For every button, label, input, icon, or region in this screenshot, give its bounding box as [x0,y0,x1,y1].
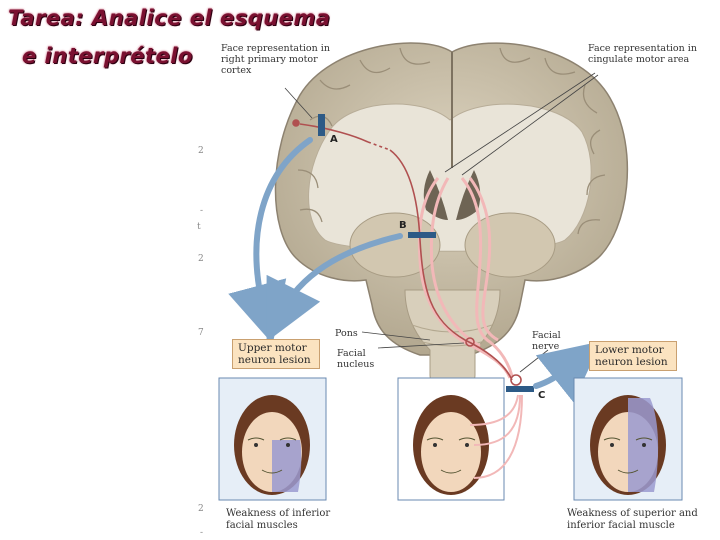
caption-right: Weakness of superior and inferior facial… [567,508,698,531]
edge-mark: t [197,222,201,232]
lesion-letter-b: B [399,220,407,231]
lesion-bar-a [318,114,325,136]
lesion-letter-a: A [330,134,338,145]
lesion-arrows [228,137,602,403]
face-panel-right [573,377,683,501]
label-facial-nerve: Facial nerve [532,330,561,352]
edge-mark: 2 [198,146,204,156]
lesion-bar-b [408,232,436,238]
face-panel-middle [397,377,523,501]
box-lower-motor-lesion: Lower motor neuron lesion [589,341,677,371]
edge-mark: 2 [198,254,204,264]
label-face-primary-motor: Face representation in right primary mot… [221,43,330,76]
edge-mark: 7 [198,328,204,338]
box-upper-motor-lesion: Upper motor neuron lesion [232,339,320,369]
corticobulbar-tracts [417,177,514,379]
label-face-cingulate: Face representation in cingulate motor a… [588,43,697,65]
edge-mark: - [200,528,204,538]
label-pons: Pons [335,328,358,339]
slide-title-line2: e interprételo [22,44,193,68]
face-panel-left [218,377,327,501]
primary-motor-pathway [292,119,522,386]
edge-mark: - [200,206,204,216]
slide-title-line1: Tarea: Analice el esquema [8,6,331,30]
lesion-letter-c: C [538,390,546,401]
lesion-bar-c [506,386,534,392]
caption-left: Weakness of inferior facial muscles [226,508,331,531]
label-pointers [284,72,599,373]
edge-mark: 2 [198,504,204,514]
brain-section [274,42,629,391]
label-facial-nucleus: Facial nucleus [337,348,375,370]
